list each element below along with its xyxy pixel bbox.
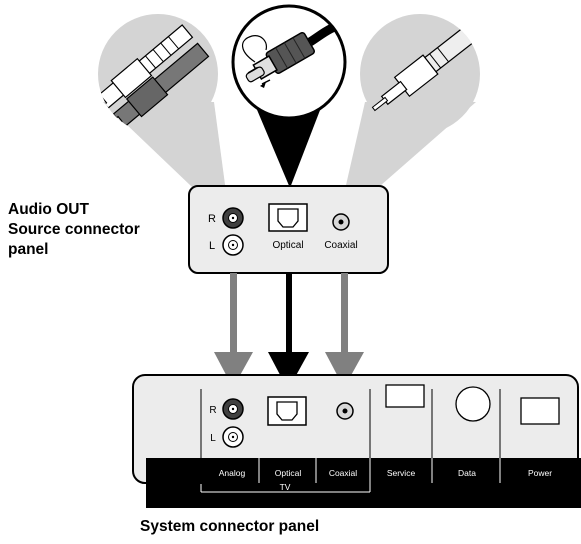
optical-toslink-plug-icon	[242, 17, 345, 88]
source-panel-title-line1: Audio OUT	[8, 201, 89, 218]
connection-arrows	[214, 273, 364, 390]
source-jack-r-label: R	[208, 213, 216, 225]
system-connector-panel: R L Analog Optical Coaxia	[132, 374, 581, 508]
system-jack-l[interactable]	[222, 426, 244, 448]
source-panel-title: Audio OUT Source connector panel	[8, 200, 140, 260]
cone-optical	[255, 105, 322, 188]
system-optical-port[interactable]	[267, 396, 307, 426]
label-coaxial: Coaxial	[329, 468, 357, 478]
system-label-bar	[146, 458, 581, 508]
coaxial-plug-callout	[360, 14, 480, 134]
system-jack-l-label: L	[210, 433, 216, 444]
source-jack-l-label: L	[209, 240, 215, 252]
label-data: Data	[458, 468, 476, 478]
optical-plug-callout	[231, 4, 347, 120]
label-optical: Optical	[275, 468, 302, 478]
label-service: Service	[387, 468, 416, 478]
coaxial-arrow	[325, 273, 364, 388]
source-optical-port[interactable]	[268, 203, 308, 232]
source-panel-title-line3: panel	[8, 241, 49, 258]
system-coaxial-port[interactable]	[336, 402, 354, 420]
analog-arrow	[214, 273, 253, 388]
system-data-port[interactable]	[455, 386, 491, 422]
source-optical-label: Optical	[272, 240, 303, 251]
label-power: Power	[528, 468, 552, 478]
source-panel-title-line2: Source connector	[8, 221, 140, 238]
source-coaxial-port[interactable]	[332, 213, 350, 231]
system-panel-title: System connector panel	[140, 518, 320, 535]
source-coaxial-label: Coaxial	[324, 240, 357, 251]
system-power-port[interactable]	[520, 397, 560, 425]
optical-arrow	[268, 273, 309, 390]
system-jack-r-label: R	[209, 405, 216, 416]
source-jack-r[interactable]	[222, 207, 244, 229]
label-analog: Analog	[219, 468, 246, 478]
source-jack-l[interactable]	[222, 234, 244, 256]
source-connector-panel: R L Optical Coaxial	[188, 185, 389, 274]
system-jack-r[interactable]	[222, 398, 244, 420]
system-service-port[interactable]	[385, 384, 425, 408]
label-tv: TV	[280, 482, 291, 492]
